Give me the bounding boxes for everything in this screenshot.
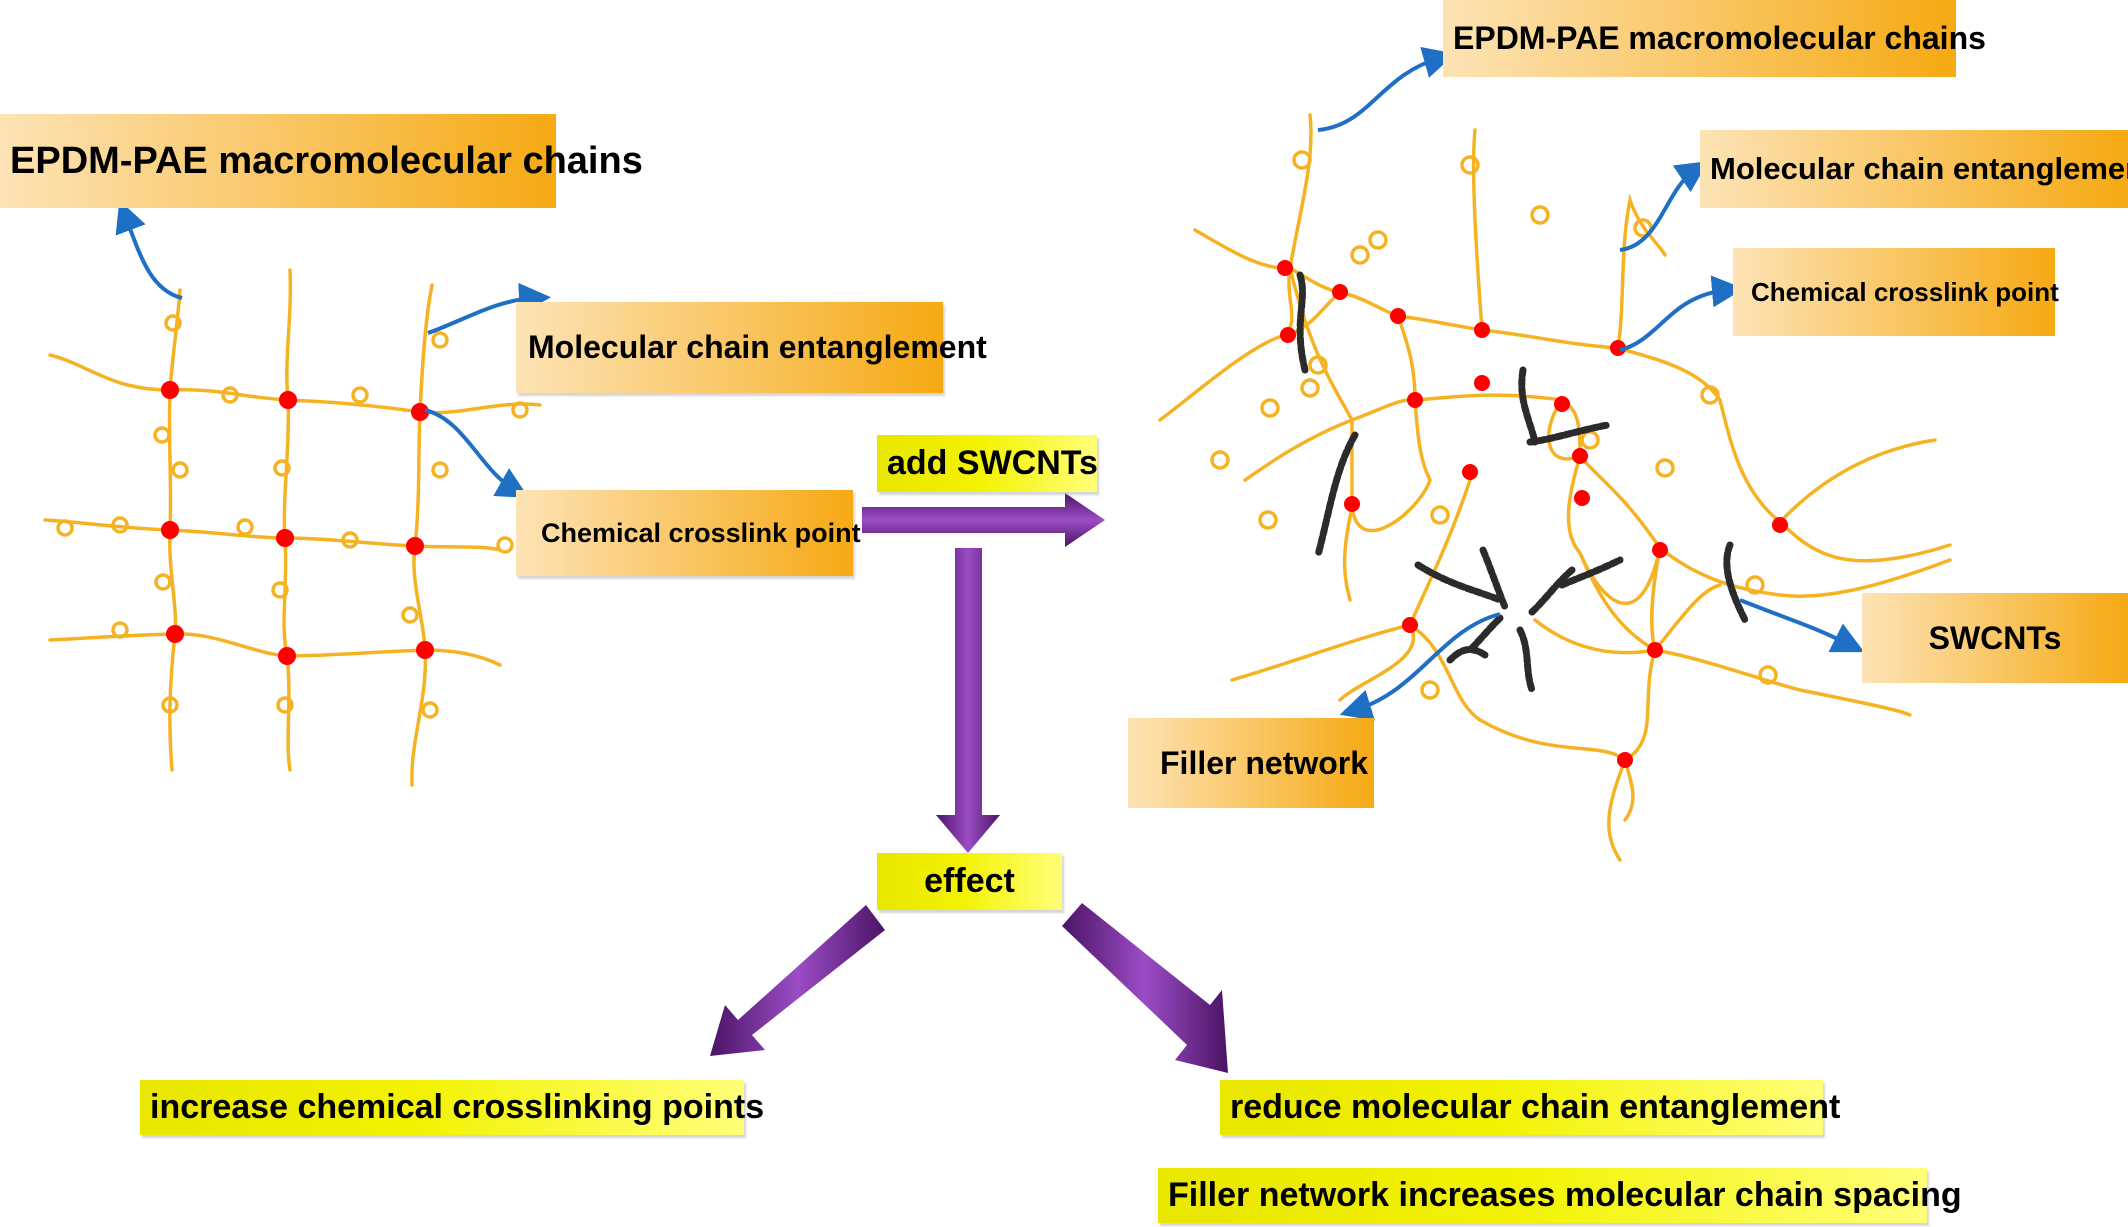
crosslink-point bbox=[279, 391, 297, 409]
left-pointer-arrows bbox=[115, 200, 551, 498]
crosslink-point bbox=[1332, 284, 1348, 300]
swcnt-tube bbox=[1414, 561, 1504, 604]
flow-arrow-right bbox=[862, 493, 1105, 547]
crosslink-point bbox=[1390, 308, 1406, 324]
label-left-chains: EPDM-PAE macromolecular chains bbox=[0, 114, 643, 208]
left-crosslink-points bbox=[161, 381, 434, 665]
label-right-entanglement: Molecular chain entanglement bbox=[1700, 130, 2128, 208]
crosslink-point bbox=[161, 381, 179, 399]
crosslink-point bbox=[411, 403, 429, 421]
swcnt-tube bbox=[1446, 646, 1489, 664]
left-polymer-network bbox=[43, 268, 542, 787]
swcnt-tube bbox=[1296, 271, 1309, 374]
crosslink-point bbox=[1610, 340, 1626, 356]
swcnt-tube bbox=[1518, 366, 1539, 446]
swcnt-tube bbox=[1558, 556, 1624, 589]
crosslink-point bbox=[278, 647, 296, 665]
pointer-arrow bbox=[115, 200, 183, 300]
right-crosslink-points bbox=[1277, 260, 1788, 768]
pointer-arrow bbox=[1619, 161, 1709, 252]
crosslink-point bbox=[1574, 490, 1590, 506]
crosslink-point bbox=[1772, 517, 1788, 533]
pointer-arrow bbox=[1339, 612, 1501, 721]
pointer-arrow bbox=[1619, 275, 1744, 352]
pointer-arrow bbox=[424, 408, 529, 498]
swcnt-tubes bbox=[1296, 271, 1749, 694]
crosslink-point bbox=[1344, 496, 1360, 512]
crosslink-point bbox=[1474, 375, 1490, 391]
crosslink-point bbox=[166, 625, 184, 643]
crosslink-point bbox=[1407, 392, 1423, 408]
crosslink-point bbox=[1280, 327, 1296, 343]
flow-arrow-down-left bbox=[710, 905, 885, 1056]
crosslink-point bbox=[1462, 464, 1478, 480]
label-right-chains: EPDM-PAE macromolecular chains bbox=[1443, 0, 1986, 77]
flow-arrows bbox=[710, 493, 1228, 1073]
swcnt-tube bbox=[1723, 541, 1749, 624]
pointer-arrow bbox=[1317, 46, 1456, 132]
label-increase-crosslinking: increase chemical crosslinking points bbox=[140, 1080, 764, 1135]
crosslink-point bbox=[416, 641, 434, 659]
crosslink-point bbox=[1277, 260, 1293, 276]
swcnt-tube bbox=[1479, 546, 1509, 611]
crosslink-point bbox=[1554, 396, 1570, 412]
crosslink-point bbox=[1647, 642, 1663, 658]
crosslink-point bbox=[1402, 617, 1418, 633]
swcnt-tube bbox=[1526, 421, 1612, 446]
right-polymer-network bbox=[1158, 113, 1952, 862]
swcnt-tube bbox=[1528, 566, 1576, 616]
right-pointer-arrows bbox=[1317, 46, 1865, 721]
pointer-arrow bbox=[427, 282, 551, 335]
label-left-entanglement: Molecular chain entanglement bbox=[516, 302, 987, 393]
crosslink-point bbox=[1617, 752, 1633, 768]
label-swcnts: SWCNTs bbox=[1862, 593, 2128, 683]
crosslink-point bbox=[1652, 542, 1668, 558]
flow-arrow-down bbox=[936, 548, 1000, 853]
label-filler-network: Filler network bbox=[1128, 718, 1374, 808]
label-filler-spacing: Filler network increases molecular chain… bbox=[1158, 1168, 1962, 1223]
label-left-crosslink: Chemical crosslink point bbox=[516, 490, 861, 576]
label-effect: effect bbox=[877, 853, 1062, 910]
label-add-swcnts: add SWCNTs bbox=[877, 435, 1098, 492]
crosslink-point bbox=[1572, 448, 1588, 464]
crosslink-point bbox=[161, 521, 179, 539]
pointer-arrow bbox=[1739, 598, 1865, 653]
swcnt-tube bbox=[1516, 626, 1536, 694]
crosslink-point bbox=[406, 537, 424, 555]
flow-arrow-down-right bbox=[1062, 903, 1228, 1073]
crosslink-point bbox=[1474, 322, 1490, 338]
label-reduce-entanglement: reduce molecular chain entanglement bbox=[1220, 1080, 1840, 1135]
crosslink-point bbox=[276, 529, 294, 547]
swcnt-tube bbox=[1314, 431, 1359, 559]
label-right-crosslink: Chemical crosslink point bbox=[1733, 248, 2059, 336]
